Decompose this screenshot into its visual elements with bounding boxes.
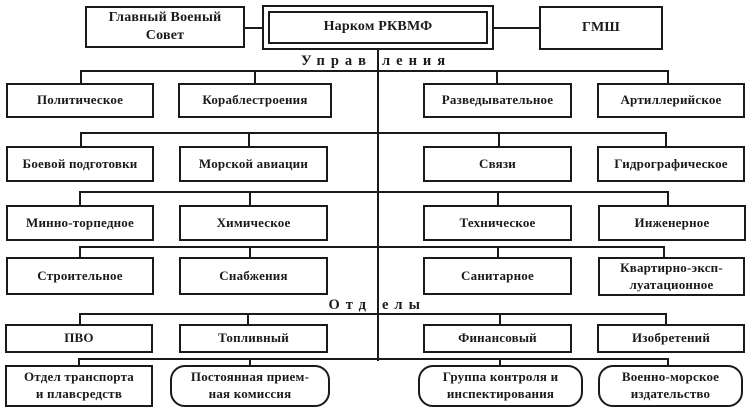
- unit-engineering: Инженерное: [598, 205, 746, 241]
- dept-inventions: Изобретений: [597, 324, 745, 353]
- box-narkom-rkvmf-inner: Нарком РКВМФ: [268, 11, 488, 44]
- dept-financial: Финансовый: [423, 324, 572, 353]
- unit-political: Политическое: [6, 83, 154, 118]
- dept-transport: Отдел транспорта и плавсредств: [5, 365, 153, 407]
- unit-naval-aviation: Морской авиации: [179, 146, 328, 182]
- unit-construction: Строительное: [6, 257, 154, 295]
- box-main-military-council: Главный Военый Совет: [85, 6, 245, 48]
- unit-chemical: Химическое: [179, 205, 328, 241]
- unit-mine-torpedo: Минно-торпедное: [6, 205, 154, 241]
- section-label-upravleniya-left: Управ: [301, 53, 372, 69]
- section-label-upravleniya-right: ления: [382, 53, 452, 69]
- unit-quartering: Квартирно-эксп- луатационное: [598, 257, 745, 296]
- dept-naval-publishing: Военно-морское издательство: [598, 365, 743, 407]
- unit-technical: Техническое: [423, 205, 572, 241]
- unit-hydrographic: Гидрографическое: [597, 146, 745, 182]
- unit-intelligence: Разведывательное: [423, 83, 572, 118]
- box-narkom-rkvmf: Нарком РКВМФ: [262, 5, 494, 50]
- section-label-otdely-right: елы: [382, 297, 426, 313]
- dept-fuel: Топливный: [179, 324, 328, 353]
- dept-acceptance-commission: Постоянная прием- ная комиссия: [170, 365, 330, 407]
- unit-signals: Связи: [423, 146, 572, 182]
- dept-air-defense: ПВО: [5, 324, 153, 353]
- unit-medical: Санитарное: [423, 257, 572, 295]
- unit-combat-training: Боевой подготовки: [6, 146, 154, 182]
- unit-artillery: Артиллерийское: [597, 83, 745, 118]
- dept-control-inspection: Группа контроля и инспектирования: [418, 365, 583, 407]
- box-gmsh: ГМШ: [539, 6, 663, 50]
- unit-shipbuilding: Кораблестроения: [178, 83, 332, 118]
- unit-supply: Снабжения: [179, 257, 328, 295]
- section-label-otdely-left: Отд: [328, 297, 372, 313]
